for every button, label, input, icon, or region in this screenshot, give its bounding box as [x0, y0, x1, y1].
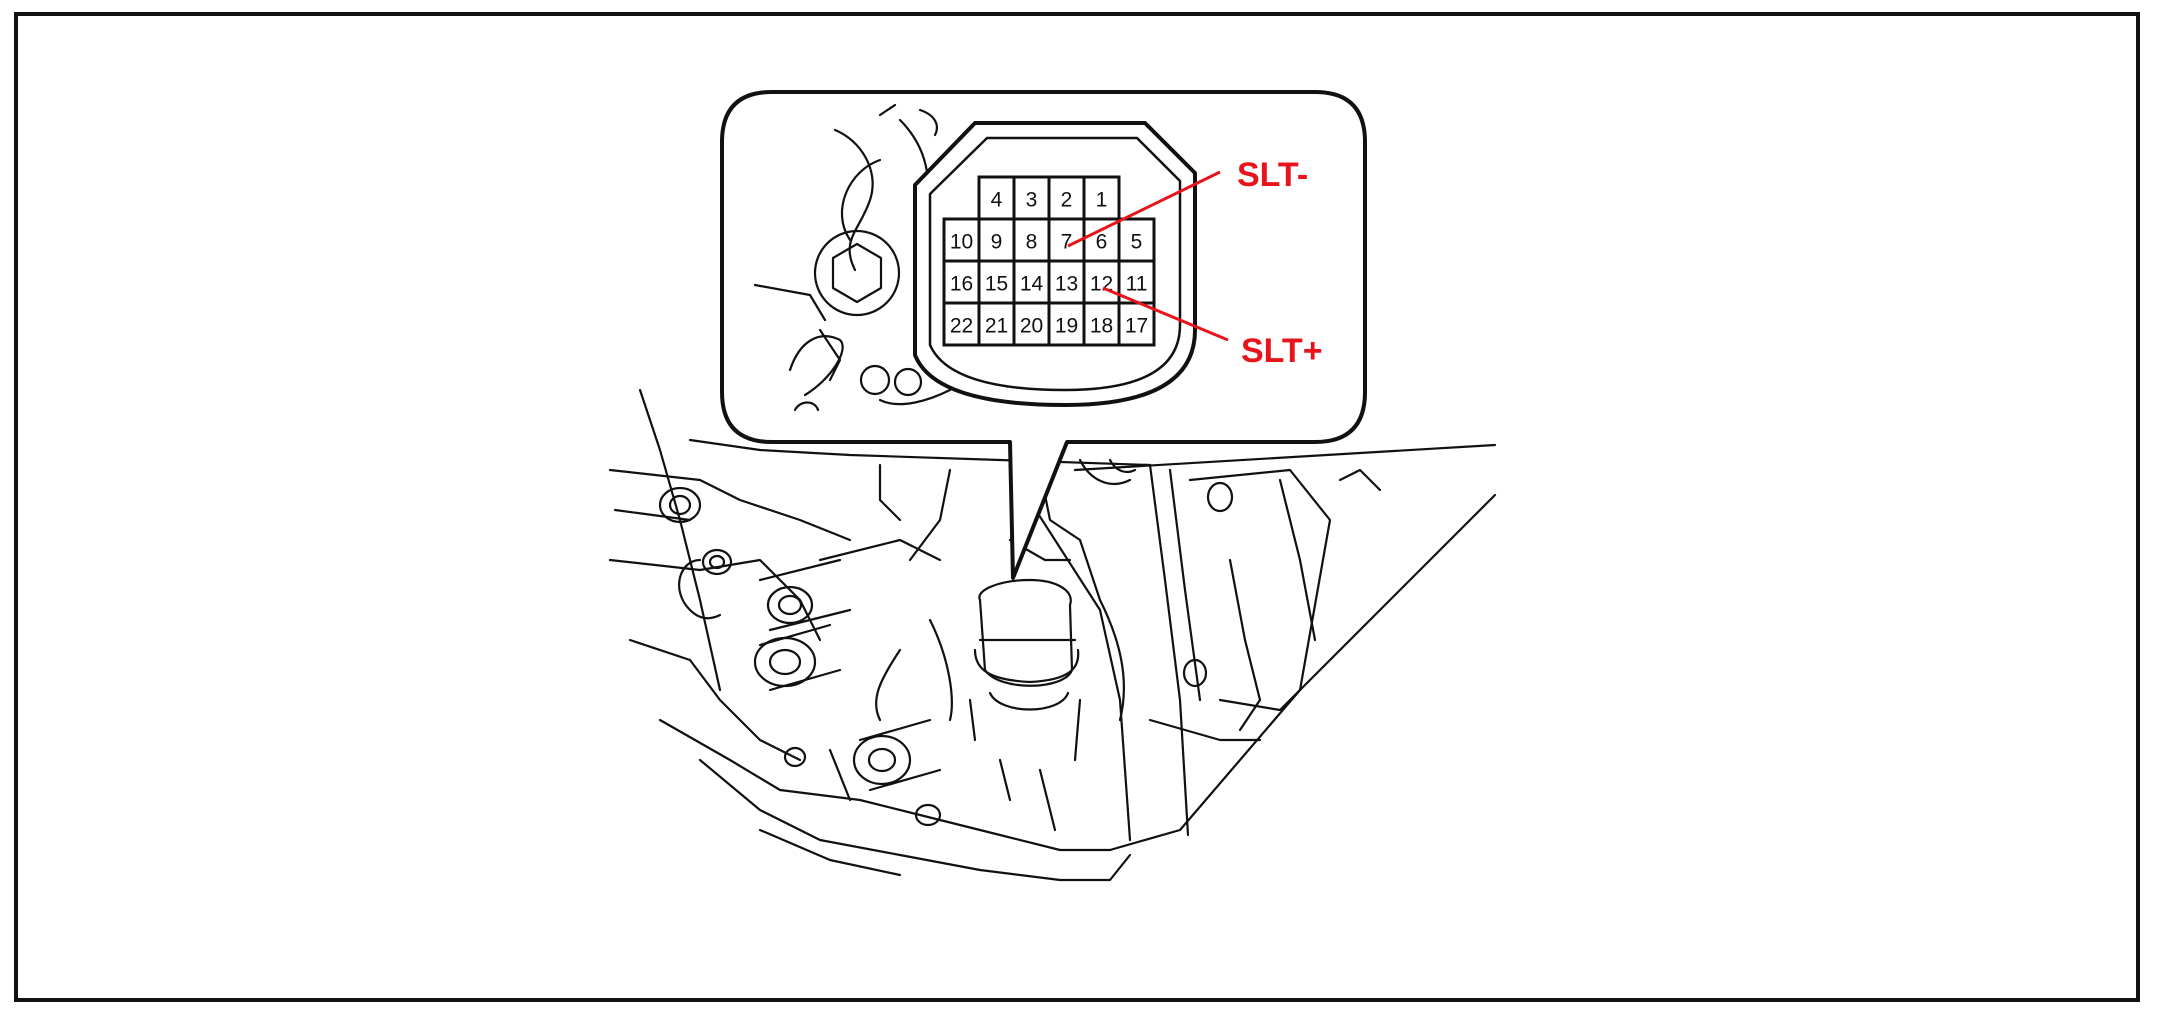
pin-cell-21 — [977, 301, 1016, 347]
transmission-housing-drawing — [608, 388, 1497, 882]
pin-label-8: 8 — [1026, 231, 1038, 254]
pin-label-11: 11 — [1126, 273, 1148, 296]
pin-label-21: 21 — [985, 315, 1008, 338]
pin-label-10: 10 — [950, 231, 973, 254]
pin-label-4: 4 — [991, 189, 1003, 212]
pin-label-5: 5 — [1131, 231, 1143, 254]
pin-cell-15 — [977, 259, 1016, 305]
pin-label-13: 13 — [1055, 273, 1078, 296]
pin-label-9: 9 — [991, 231, 1003, 254]
pin-label-7: 7 — [1061, 231, 1073, 254]
pin-label-15: 15 — [985, 273, 1008, 296]
pin-label-2: 2 — [1061, 189, 1073, 212]
slt-plus-leader-line — [1102, 286, 1229, 342]
pin-cell-8 — [1012, 217, 1051, 263]
pin-label-3: 3 — [1026, 189, 1038, 212]
slt-plus-label: SLT+ — [1241, 332, 1323, 370]
pin-label-14: 14 — [1020, 273, 1044, 296]
pin-label-19: 19 — [1055, 315, 1078, 338]
pin-label-20: 20 — [1020, 315, 1043, 338]
pin-label-6: 6 — [1096, 231, 1108, 254]
slt-minus-leader-line — [1067, 170, 1221, 248]
pin-label-18: 18 — [1090, 315, 1113, 338]
pin-label-17: 17 — [1125, 315, 1148, 338]
pin-cell-22 — [942, 301, 981, 347]
pin-label-1: 1 — [1096, 189, 1108, 212]
pin-label-16: 16 — [950, 273, 973, 296]
pin-label-22: 22 — [950, 315, 973, 338]
pin-cell-17 — [1117, 301, 1156, 347]
pin-cell-18 — [1082, 301, 1121, 347]
pin-cell-20 — [1012, 301, 1051, 347]
slt-minus-label: SLT- — [1237, 156, 1308, 194]
